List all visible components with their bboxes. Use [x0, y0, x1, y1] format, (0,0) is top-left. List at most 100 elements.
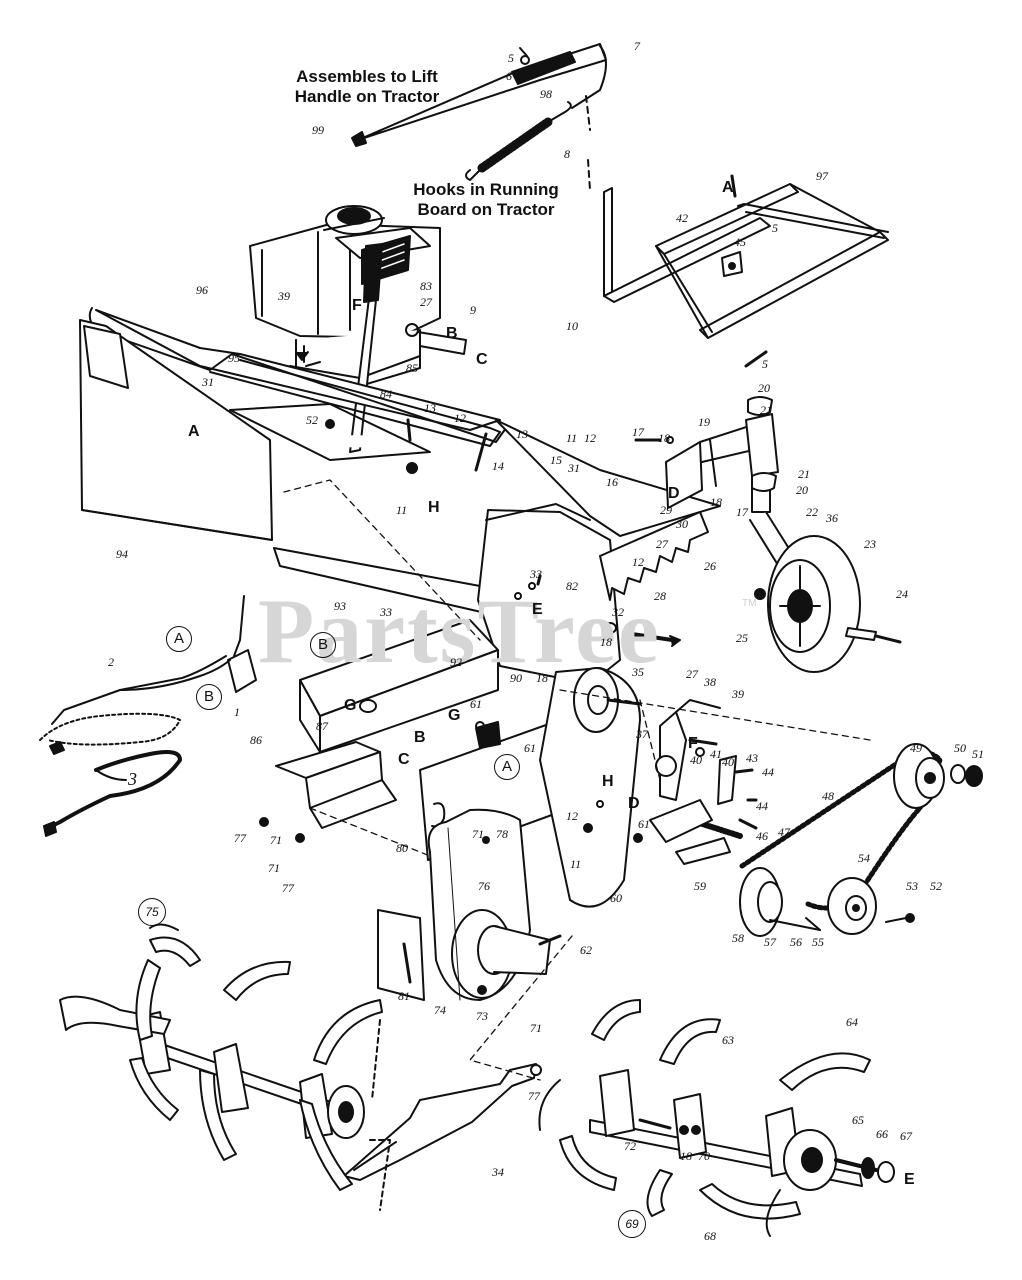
part-label: 5	[772, 221, 778, 235]
part-label: 31	[202, 375, 214, 389]
part-label: 17	[736, 505, 748, 519]
part-label: 80	[396, 841, 408, 855]
drag-bar	[343, 1019, 537, 1211]
part-label: 39	[278, 289, 290, 303]
note-running-board-line2: Board on Tractor	[417, 200, 555, 219]
part-label: 65	[852, 1113, 864, 1127]
left-tines	[59, 923, 383, 1191]
part-label: 67	[900, 1129, 912, 1143]
part-label: 22	[806, 505, 818, 519]
part-label: 20	[796, 483, 808, 497]
part-label: 13	[424, 401, 436, 415]
part-label: 35	[632, 665, 644, 679]
part-label: 49	[910, 741, 922, 755]
part-label: 27	[656, 537, 668, 551]
ref-letter: A	[722, 179, 734, 196]
part-label: 53	[906, 879, 918, 893]
part-label: 12	[584, 431, 596, 445]
circled-number: 75	[138, 898, 166, 926]
note-lift-handle: Assembles to Lift Handle on Tractor	[282, 67, 452, 107]
part-label: 73	[476, 1009, 488, 1023]
part-label: 52	[306, 413, 318, 427]
wiring-harness	[39, 595, 257, 837]
part-label: 1	[234, 705, 240, 719]
pivot-bolt	[603, 622, 681, 647]
part-label: 21	[798, 467, 810, 481]
circled-letter: B	[310, 632, 336, 658]
depth-bar	[599, 511, 709, 601]
part-label: 5	[508, 51, 514, 65]
part-label: 54	[858, 851, 870, 865]
support-bracket	[275, 741, 397, 829]
part-label: 40	[722, 755, 734, 769]
ref-letter: B	[446, 325, 458, 342]
part-label: 61	[524, 741, 536, 755]
lift-handle-rod	[349, 243, 383, 453]
part-label: 12	[454, 411, 466, 425]
part-label: 77	[528, 1089, 540, 1103]
part-label: 11	[396, 503, 408, 517]
part-label: 25	[736, 631, 748, 645]
part-label: 7	[634, 39, 640, 53]
right-tines	[538, 999, 895, 1237]
rear-shield	[299, 619, 499, 753]
part-label: 85	[406, 361, 418, 375]
ref-letter: E	[904, 1171, 915, 1188]
part-label: 45	[734, 235, 746, 249]
part-label: 46	[756, 829, 768, 843]
part-label: 63	[722, 1033, 734, 1047]
part-label: 30	[676, 517, 688, 531]
part-label: 37	[636, 727, 648, 741]
part-label: 11	[570, 857, 582, 871]
part-label: 19	[698, 415, 710, 429]
part-label: 57	[764, 935, 776, 949]
part-label: 82	[566, 579, 578, 593]
part-label: 28	[654, 589, 666, 603]
part-label: 59	[694, 879, 706, 893]
part-label: 56	[790, 935, 802, 949]
part-label: 14	[492, 459, 504, 473]
part-label: 18	[680, 1149, 692, 1163]
part-label: 2	[108, 655, 114, 669]
part-label: 61	[470, 697, 482, 711]
watermark-tm: TM	[742, 598, 757, 609]
part-label: 33	[380, 605, 392, 619]
part-label: 95	[228, 351, 240, 365]
part-label: 12	[566, 809, 578, 823]
part-label: 48	[822, 789, 834, 803]
part-label: 13	[516, 427, 528, 441]
part-label: 18	[658, 431, 670, 445]
ref-letter: C	[476, 351, 488, 368]
circled-letter: B	[196, 684, 222, 710]
part-label: 21	[760, 403, 772, 417]
part-label: 61	[638, 817, 650, 831]
circled-number: 69	[618, 1210, 646, 1238]
part-label: 31	[568, 461, 580, 475]
part-label: 77	[282, 881, 294, 895]
ref-letter: C	[398, 751, 410, 768]
part-label: 47	[778, 825, 790, 839]
part-label: 78	[496, 827, 508, 841]
ref-letter: E	[532, 601, 543, 618]
note-running-board: Hooks in Running Board on Tractor	[400, 180, 572, 220]
assembly-lines	[283, 479, 871, 1081]
part-label: 51	[972, 747, 984, 761]
ref-letter: D	[628, 795, 640, 812]
ref-letter: D	[668, 485, 680, 502]
ref-letter: F	[688, 735, 698, 752]
part-label: 93	[334, 599, 346, 613]
part-label: 55	[812, 935, 824, 949]
part-label: 83	[420, 279, 432, 293]
ref-letter: G	[344, 697, 357, 714]
part-label: 84	[380, 387, 392, 401]
spring	[465, 101, 572, 181]
depth-wheel	[665, 396, 902, 673]
ref-letter: F	[352, 297, 362, 314]
part-label: 94	[116, 547, 128, 561]
circled-letter: A	[494, 754, 520, 780]
part-label: 23	[864, 537, 876, 551]
part-label: 99	[312, 123, 324, 137]
part-label: 68	[704, 1229, 716, 1243]
part-label: 27	[420, 295, 432, 309]
